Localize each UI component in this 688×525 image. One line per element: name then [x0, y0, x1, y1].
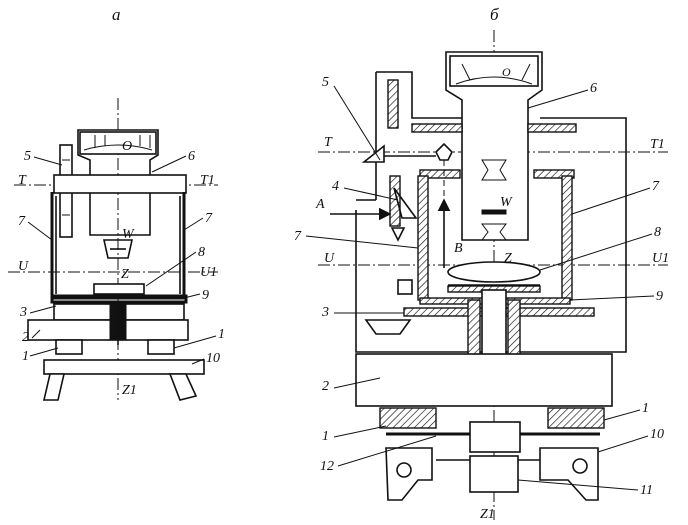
label-T1-a: T1 — [200, 173, 215, 188]
label-1-right-b: 1 — [642, 401, 649, 416]
label-Z1-a: Z1 — [122, 383, 137, 398]
collar-right-b — [527, 123, 577, 133]
label-2-a: 2 — [22, 330, 29, 345]
label-T1-b: T1 — [650, 137, 665, 152]
tribrach-2-a — [27, 319, 189, 341]
dial-b: O — [502, 65, 511, 79]
plate-9-a — [50, 294, 188, 304]
label-8-a: 8 — [198, 245, 205, 260]
telescope-b — [445, 51, 543, 241]
label-W-b: W — [500, 195, 513, 210]
telescope-a — [77, 129, 159, 259]
label-W-a: W — [122, 227, 135, 242]
limb-8-b — [447, 261, 541, 283]
label-5-b: 5 — [322, 75, 329, 90]
label-B-b: B — [454, 241, 463, 256]
label-U1-b: U1 — [652, 251, 669, 266]
label-Z-b: Z — [504, 251, 512, 266]
base-plate-10-a — [43, 359, 205, 375]
title-right: б — [490, 5, 499, 24]
mirror-4-b — [393, 187, 418, 219]
label-7-left-a: 7 — [18, 214, 26, 229]
limb-8-a — [93, 283, 145, 295]
label-9-a: 9 — [202, 288, 209, 303]
screw-1-right-b — [547, 407, 605, 429]
label-6-b: 6 — [590, 81, 597, 96]
horizontal-axle-a — [53, 174, 187, 194]
label-T-b: T — [324, 135, 333, 150]
label-1-right-a: 1 — [218, 327, 225, 342]
screw-1-left-a — [55, 339, 83, 355]
label-3-a: 3 — [19, 305, 27, 320]
labels-a: 5 T 6 T1 7 7 W 8 U Z U1 9 3 2 1 1 10 Z1 — [18, 149, 225, 398]
label-11-b: 11 — [640, 483, 653, 498]
diagram-b: O — [318, 30, 668, 520]
label-3-b: 3 — [321, 305, 329, 320]
label-4-b: 4 — [332, 179, 339, 194]
label-10-b: 10 — [650, 427, 664, 442]
label-12-b: 12 — [320, 459, 334, 474]
labels-b: 5 6 T T1 4 7 A W 7 8 B U Z U1 9 3 2 1 1 … — [294, 75, 669, 522]
label-2-b: 2 — [322, 379, 329, 394]
label-5-a: 5 — [24, 149, 31, 164]
label-10-a: 10 — [206, 351, 220, 366]
dial-a: O — [122, 139, 132, 154]
label-Z-a: Z — [121, 267, 129, 282]
pillar-7-right-b — [561, 175, 573, 301]
label-6-a: 6 — [188, 149, 195, 164]
collar-left-b — [411, 123, 463, 133]
label-7-right-a: 7 — [205, 211, 213, 226]
tribrach-2-b — [355, 353, 613, 407]
foot-10-right-b — [539, 447, 599, 501]
label-9-b: 9 — [656, 289, 663, 304]
label-U-a: U — [18, 259, 29, 274]
label-8-b: 8 — [654, 225, 661, 240]
frame-7-a — [50, 192, 186, 300]
label-Z1-b: Z1 — [480, 507, 495, 522]
post-5-b — [387, 79, 399, 129]
screw-1-left-b — [379, 407, 437, 429]
label-U1-a: U1 — [200, 265, 217, 280]
label-7-right-b: 7 — [652, 179, 660, 194]
label-U-b: U — [324, 251, 335, 266]
label-1-left-b: 1 — [322, 429, 329, 444]
socket-11-b — [469, 455, 519, 493]
label-T-a: T — [18, 173, 27, 188]
label-A-b: A — [315, 197, 325, 212]
pillar-7-left-b — [417, 175, 429, 301]
spindle-left-b — [467, 299, 481, 359]
spindle-right-b — [507, 299, 521, 359]
screw-1-right-a — [147, 339, 175, 355]
diagram-a: O — [8, 98, 218, 401]
title-left: а — [112, 5, 121, 24]
label-1-left-a: 1 — [22, 349, 29, 364]
label-7-left-b: 7 — [294, 229, 302, 244]
